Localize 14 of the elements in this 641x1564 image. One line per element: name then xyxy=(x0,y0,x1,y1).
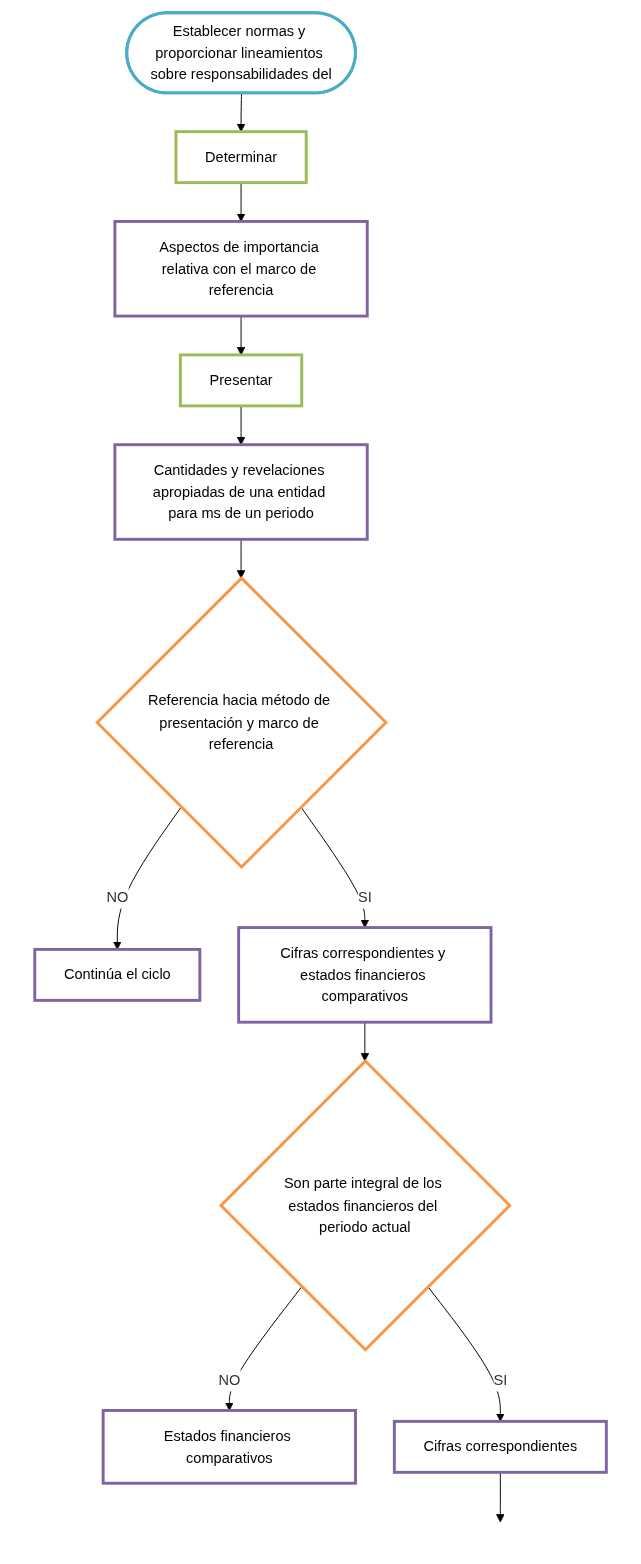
node-box: Determinar xyxy=(174,130,308,185)
node-box: Estados financieros comparativos xyxy=(101,1409,357,1485)
edge-label: NO xyxy=(218,1371,241,1388)
node-diamond: Referencia hacia método de presentación y marco de referencia xyxy=(95,576,388,869)
edge-label: SI xyxy=(493,1371,508,1388)
node-box: Cifras correspondientes y estados financieros comparativos xyxy=(237,926,493,1024)
node-box: Presentar xyxy=(178,353,304,408)
node-box: Aspectos de importancia relativa con el marco de referencia xyxy=(113,220,369,318)
node-diamond: Son parte integral de los estados financieros del periodo actual xyxy=(218,1058,512,1352)
edge-label: SI xyxy=(357,888,372,905)
node-box: Cifras correspondientes xyxy=(392,1419,608,1474)
edge-label: NO xyxy=(106,888,129,905)
node-box: Continúa el ciclo xyxy=(33,947,202,1002)
node-box: Cantidades y revelaciones apropiadas de una entidad para ms de un periodo xyxy=(113,443,369,541)
